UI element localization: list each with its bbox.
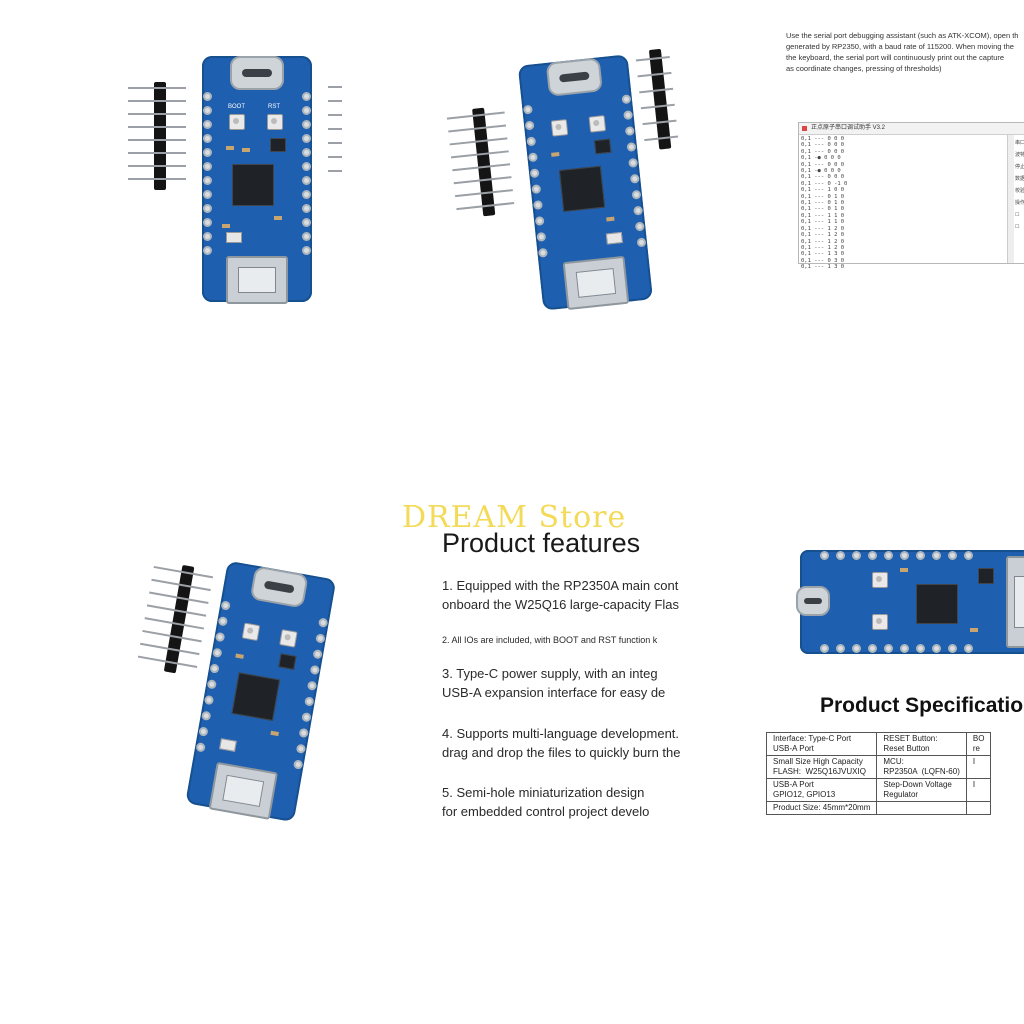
serial-setting-label: 波特 [1015,152,1024,158]
serial-log-line: 0,1 --- 0 0 0 [801,142,845,149]
boot-button [550,119,569,137]
spec-cell: Small Size High Capacity FLASH: W25Q16JV… [765,755,878,779]
serial-log-line: 0,1 --- 1 3 0 [801,251,845,258]
pin-header [154,82,166,190]
reset-button [588,115,607,133]
serial-log-line: 0,1 --- 0 0 0 [801,148,845,155]
spec-cell: Step-Down Voltage Regulator [876,778,967,802]
usb-a-port [208,761,278,820]
boot-label: BOOT [228,104,246,110]
pcb-board [185,560,337,823]
usb-a-port [226,256,288,304]
serial-log-line: 0,1 --- 1 3 0 [801,264,845,271]
crystal [226,232,242,243]
serial-log-line: 0,1 -● 0 0 0 [801,155,841,162]
pcb-board-side-view [796,550,1024,654]
mcu-chip [558,165,606,212]
spec-row: Small Size High Capacity FLASH: W25Q16JV… [765,755,992,779]
boot-button [229,114,245,130]
spec-cell: BO re [965,732,992,756]
serial-log-line: 0,1 --- 0 1 0 [801,206,845,213]
serial-log-line: 0,1 --- 0 0 0 [801,136,845,142]
serial-log-line: 0,1 --- 0 -1 0 [801,180,848,187]
spec-cell: MCU: RP2350A (LQFN-60) [876,755,967,779]
serial-log-line: 0,1 --- 0 0 0 [801,161,845,168]
usb-c-port [230,56,284,90]
feature-4: 4. Supports multi-language development. … [442,726,681,760]
serial-setting-label: 串口 [1015,140,1024,146]
usb-c-port [249,565,309,609]
reset-button [279,629,298,648]
spec-cell: RESET Button: Reset Button [876,732,967,756]
mcu-chip [232,164,274,206]
serial-instructions-panel: Use the serial port debugging assistant … [780,26,1024,271]
serial-setting-label: 操作 [1015,200,1024,206]
serial-log-line: 0,1 --- 1 1 0 [801,219,845,226]
serial-log-line: 0,1 --- 1 2 0 [801,225,845,232]
spec-row: Product Size: 45mm*20mm [765,801,992,815]
serial-log-line: 0,1 --- 0 3 0 [801,257,845,264]
serial-log-line: 0,1 --- 1 2 0 [801,244,845,251]
feature-1: 1. Equipped with the RP2350A main cont o… [442,578,680,612]
serial-setting-label: ☐ [1015,212,1020,218]
serial-log-line: 0,1 --- 0 1 0 [801,200,845,207]
serial-setting-label: 停止 [1015,164,1024,170]
flash-chip [270,138,286,152]
header-pins-right [328,86,342,88]
serial-log-line: 0,1 --- 0 1 0 [801,193,845,200]
serial-log-line: 0,1 -● 0 0 0 [801,168,841,175]
serial-window-title: 正点原子串口调试助手 V3.2 [799,123,1024,135]
product-photo-board-angled [440,40,682,320]
boot-button [241,622,261,642]
scrollbar [1007,135,1014,263]
spec-cell: I [965,778,992,802]
serial-setting-label: 校验 [1015,188,1024,194]
feature-5: 5. Semi-hole miniaturization design for … [442,785,650,819]
product-photo-board-tilted [110,545,350,830]
pcb-board [517,54,653,311]
serial-log-line: 0,1 --- 1 2 0 [801,232,845,239]
spec-cell: I [965,755,992,779]
serial-setting-label: ☐ [1015,224,1020,230]
mcu-chip [231,672,281,721]
serial-log-line: 0,1 --- 1 1 0 [801,212,845,219]
spec-cell [965,801,992,815]
instruction-text: Use the serial port debugging assistant … [786,31,1019,73]
rst-label: RST [268,104,280,110]
serial-log-line: 0,1 --- 1 2 0 [801,238,845,245]
pin-header [472,107,496,217]
spec-cell: Interface: Type-C Port USB-A Port [765,732,878,756]
feature-3: 3. Type-C power supply, with an integ US… [442,666,666,700]
feature-2: 2. All IOs are included, with BOOT and R… [442,635,658,645]
spec-cell: USB-A Port GPIO12, GPIO13 [765,778,878,802]
features-title: Product features [442,528,641,558]
serial-log-line: 0,1 --- 0 0 0 [801,174,845,181]
usb-a-port [562,255,630,311]
spec-cell [876,801,967,815]
store-watermark: DREAM Store [402,500,627,535]
product-features-panel: Product features 1. Equipped with the RP… [436,528,682,828]
product-photo-board-front: BOOT RST [110,40,350,320]
serial-setting-label: 数据 [1015,176,1024,182]
serial-log-line: 0,1 --- 1 0 0 [801,187,845,194]
product-specification-panel: Product Specificatio Interface: Type-C P… [760,540,1024,830]
spec-cell: Product Size: 45mm*20mm [765,801,878,815]
serial-settings: 串口波特停止数据校验操作 ☐ ☐ [1015,137,1024,233]
pcb-board: BOOT RST [202,56,312,304]
reset-button [267,114,283,130]
usb-c-port [545,57,603,97]
spec-title: Product Specificatio [820,694,1024,717]
